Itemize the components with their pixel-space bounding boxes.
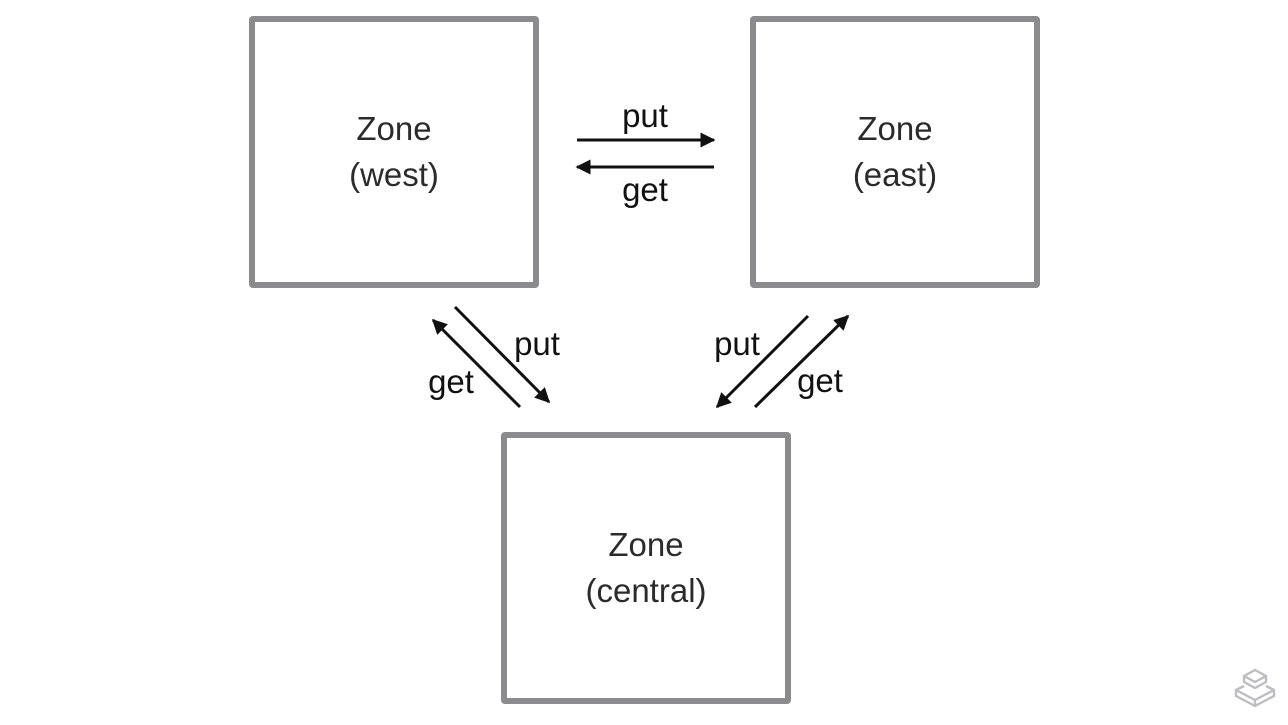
label-get-west-central: get [428, 363, 474, 400]
zone-west-box: Zone (west) [249, 16, 539, 288]
zone-east-subtitle: (east) [852, 156, 938, 193]
zone-east-title: Zone [857, 110, 933, 147]
stacked-boxes-logo-icon [1234, 668, 1276, 708]
arrow-put-east-to-central [715, 314, 810, 409]
zone-west-title: Zone [356, 110, 432, 147]
label-get-west-east: get [622, 171, 668, 208]
zone-central-box: Zone (central) [501, 432, 791, 704]
zone-central-title: Zone [608, 526, 684, 563]
label-get-east-central: get [797, 362, 843, 399]
arrow-get-central-to-west [431, 318, 522, 409]
label-put-west-east: put [622, 97, 668, 134]
zone-east-box: Zone (east) [750, 16, 1040, 288]
label-put-east-central: put [714, 325, 760, 362]
zone-west-subtitle: (west) [349, 156, 439, 193]
zone-central-subtitle: (central) [585, 572, 707, 609]
label-put-west-central: put [514, 325, 560, 362]
arrow-get-central-to-east [753, 314, 850, 409]
arrow-put-west-to-central [453, 305, 551, 404]
